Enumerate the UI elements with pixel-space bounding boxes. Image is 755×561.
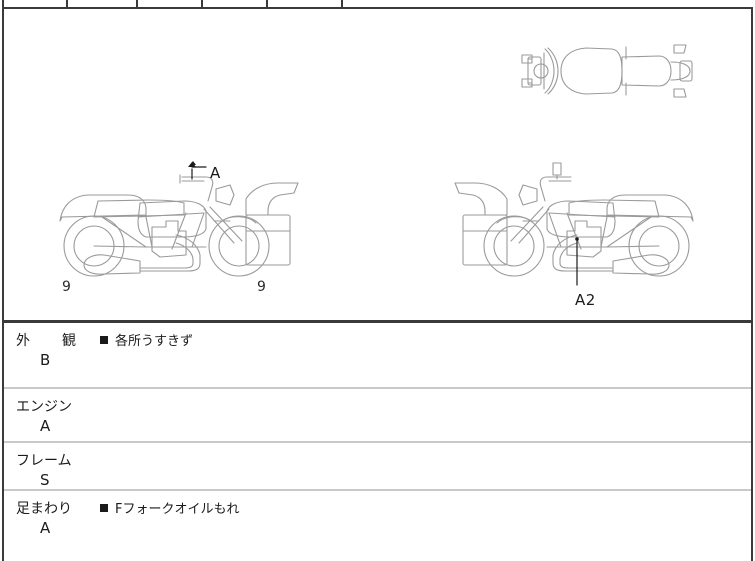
top-table-cell-3 (138, 0, 203, 7)
condition-grade-frame: S (40, 471, 50, 489)
top-table-row (2, 0, 753, 9)
diagram-panel: A A2 9 9 (2, 9, 753, 323)
condition-row-frame: フレーム S (2, 443, 753, 491)
motorcycle-left-side-view-diagram (54, 151, 304, 291)
top-table-cell-6 (343, 0, 753, 7)
condition-category-suspension: 足まわり (16, 501, 72, 517)
motorcycle-right-side-view-diagram (449, 151, 699, 291)
note-bullet-icon (100, 504, 108, 512)
condition-row-engine: エンジン A (2, 389, 753, 443)
wheel-mark-front: 9 (257, 279, 266, 295)
condition-note-exterior: 各所うすきず (100, 330, 193, 349)
condition-grade-engine: A (40, 417, 51, 435)
condition-category-exterior: 外 観 (16, 333, 85, 349)
callout-label-a: A (210, 164, 221, 182)
note-bullet-icon (100, 336, 108, 344)
condition-row-exterior: 外 観 B 各所うすきず (2, 323, 753, 389)
condition-category-engine: エンジン (16, 399, 72, 415)
condition-note-suspension: Fフォークオイルもれ (100, 498, 239, 517)
condition-row-suspension: 足まわり A Fフォークオイルもれ (2, 491, 753, 561)
row-divider (4, 387, 751, 389)
condition-note-text-exterior: 各所うすきず (115, 334, 194, 349)
top-table-cell-1 (2, 0, 68, 7)
condition-grade-exterior: B (40, 351, 51, 369)
wheel-mark-rear: 9 (62, 279, 71, 295)
top-table-cell-4 (203, 0, 268, 7)
condition-note-text-suspension: Fフォークオイルもれ (115, 502, 240, 517)
row-divider (4, 489, 751, 491)
top-table-cell-2 (68, 0, 138, 7)
row-divider (4, 441, 751, 443)
condition-grade-suspension: A (40, 519, 51, 537)
top-table-cell-5 (268, 0, 343, 7)
condition-category-frame: フレーム (16, 453, 72, 469)
callout-label-a2: A2 (575, 291, 596, 309)
motorcycle-top-view-diagram (514, 31, 704, 111)
